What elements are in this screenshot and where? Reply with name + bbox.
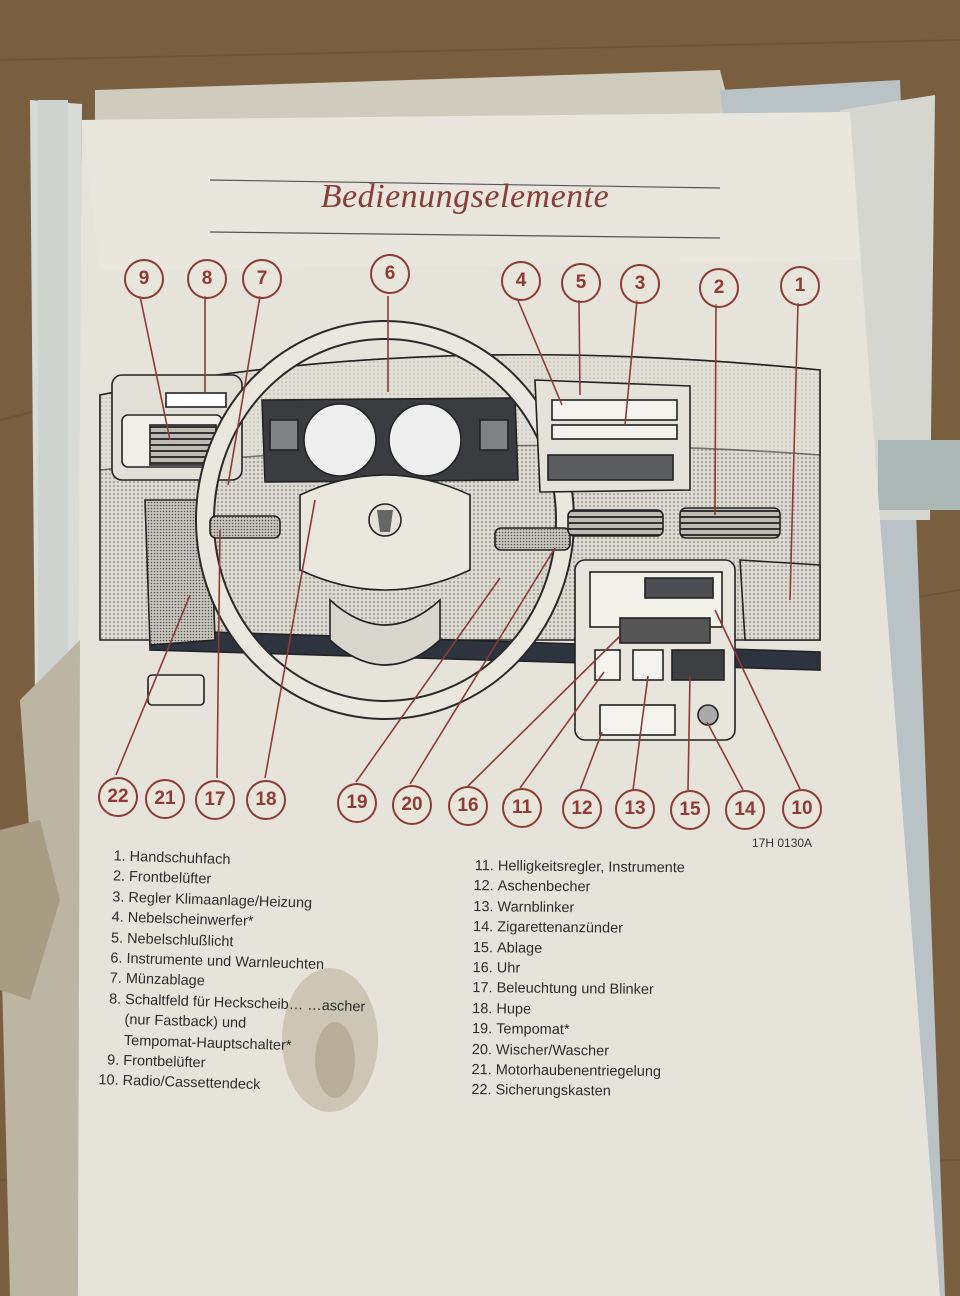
callout-4: 4 [501,261,541,301]
legend-number [94,1043,120,1044]
legend-item: 15.Ablage [467,938,684,961]
legend-text: Frontbelüfter [128,869,212,888]
legend-number: 21. [471,1061,492,1079]
legend-text: Beleuchtung und Blinker [496,980,654,999]
callout-2: 2 [699,268,739,308]
legend-text: Nebelschlußlicht [126,930,234,950]
callout-19: 19 [337,783,377,823]
callout-22: 22 [98,777,138,817]
callout-7: 7 [242,259,282,299]
legend-text: Warnblinker [497,899,575,916]
callout-8: 8 [187,259,227,299]
legend-number: 10. [98,1072,119,1089]
legend-item: 20.Wischer/Wascher [466,1040,683,1063]
legend-item: 22.Sicherungskasten [465,1080,682,1103]
legend-number: 19. [471,1021,493,1038]
legend-left-list: 1.Handschuhfach 2.Frontbelüfter 3.Regler… [92,846,370,1099]
callout-6: 6 [370,254,410,294]
figure-code: 17H 0130A [752,836,813,850]
legend-number: 14. [472,919,494,936]
legend-text: Motorhaubenentriegelung [495,1062,662,1080]
legend-text: Sicherungskasten [495,1082,611,1100]
legend-number: 9. [106,1052,120,1069]
legend-text: Zigarettenanzünder [497,919,624,937]
legend-text: Frontbelüfter [123,1052,206,1072]
legend-number: 13. [473,898,494,916]
legend-number: 12. [473,878,494,895]
legend-text: Handschuhfach [129,848,231,869]
legend-number: 20. [471,1041,493,1058]
callout-17: 17 [195,780,235,820]
callout-14: 14 [725,790,765,830]
callout-10: 10 [782,789,822,829]
legend-number: 16. [472,960,493,977]
callout-16: 16 [448,786,488,826]
legend-text: Helligkeitsregler, Instrumente [497,858,685,877]
legend-number: 1. [113,848,126,865]
callout-12: 12 [562,789,602,829]
callout-5: 5 [561,263,601,303]
callout-15: 15 [670,790,710,830]
callout-13: 13 [615,789,655,829]
legend-item: 19.Tempomat* [466,1019,683,1042]
callout-9: 9 [124,259,164,299]
legend-right-list: 11.Helligkeitsregler, Instrumente 12.Asc… [465,856,685,1103]
legend-text: Hupe [496,1001,532,1018]
legend-text: Ablage [496,939,543,957]
callout-18: 18 [246,780,286,820]
legend-item: 17.Beleuchtung und Blinker [467,978,684,1001]
legend-text: Wischer/Wascher [495,1041,610,1060]
callout-21: 21 [145,779,185,819]
legend-item: 11.Helligkeitsregler, Instrumente [468,856,685,879]
legend-text: Münzablage [125,971,206,990]
callout-11: 11 [502,788,542,828]
legend-item: 14.Zigarettenanzünder [467,917,684,940]
legend-number: 2. [112,868,126,886]
legend-text: Nebelscheinwerfer* [127,910,254,931]
callout-3: 3 [620,264,660,304]
legend-text: Uhr [496,960,521,977]
legend-number: 11. [474,858,494,875]
legend-number: 6. [110,950,123,967]
legend-item: 13.Warnblinker [467,897,684,920]
legend-item: 12.Aschenbecher [468,876,685,899]
legend-number: 8. [108,991,122,1008]
legend-text: Tempomat-Hauptschalter* [123,1032,292,1054]
page-title: Bedienungselemente [320,178,610,215]
callout-20: 20 [392,785,432,825]
legend-text: (nur Fastback) und [124,1011,247,1032]
legend-text: Radio/Cassettendeck [122,1073,261,1094]
legend-number: 18. [472,1000,493,1017]
legend-number: 5. [110,929,124,947]
legend-number: 4. [111,909,125,926]
legend-item: 16.Uhr [467,958,684,981]
legend-item: 21.Motorhaubenentriegelung [466,1060,683,1083]
legend-number: 17. [472,980,493,997]
legend-number: 22. [471,1082,492,1099]
legend-text: Aschenbecher [497,878,591,896]
legend-number: 15. [472,939,494,956]
legend-item: 18.Hupe [466,999,683,1022]
legend-number [94,1023,120,1024]
legend-number: 3. [112,889,125,906]
legend-number: 7. [109,970,123,988]
legend-text: Tempomat* [496,1021,570,1039]
callout-1: 1 [780,266,820,306]
